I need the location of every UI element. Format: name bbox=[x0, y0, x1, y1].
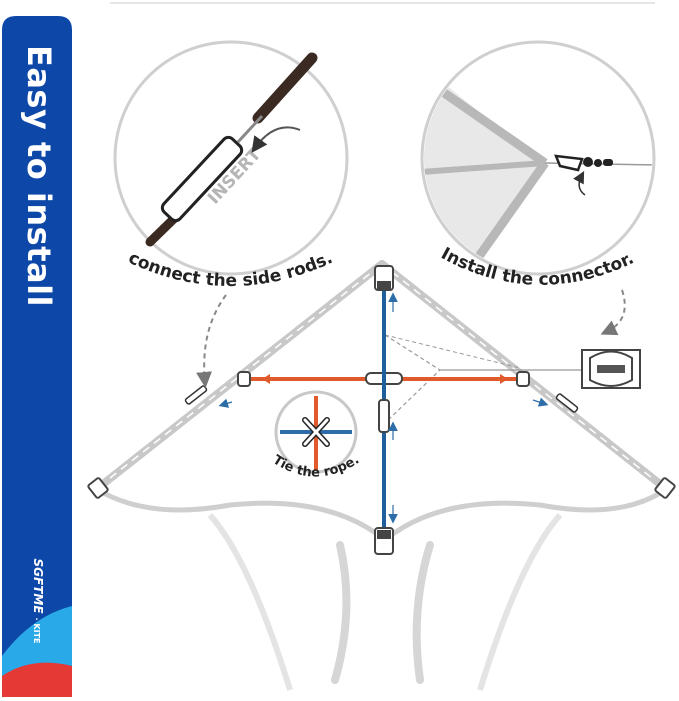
connect-pointer-arrow-icon bbox=[196, 294, 227, 388]
right-rod-connector bbox=[555, 393, 579, 413]
sidebar-background bbox=[2, 16, 72, 697]
spine-joint bbox=[378, 399, 390, 433]
swivel-clip-icon bbox=[554, 154, 613, 172]
kite-frame bbox=[87, 260, 676, 691]
tail-right-outer bbox=[477, 513, 563, 691]
spar-arrow-left-icon bbox=[262, 374, 270, 384]
spar-arrow-right-icon bbox=[500, 374, 508, 384]
insert-arrow-icon bbox=[251, 126, 301, 153]
right-end-cap bbox=[654, 477, 676, 499]
rod-tip bbox=[236, 114, 264, 144]
left-end-cap bbox=[87, 477, 109, 499]
spar-right-clip bbox=[516, 371, 530, 387]
right-rod-arrow-icon bbox=[532, 397, 549, 407]
trailing-edge bbox=[471, 160, 549, 265]
line-winder-icon bbox=[581, 349, 641, 389]
tail-right bbox=[412, 541, 434, 684]
sidebar-panel: Easy to install SGFTME· KITE bbox=[2, 16, 72, 697]
tail-left bbox=[331, 541, 351, 684]
detail-tie-rope bbox=[274, 390, 358, 474]
left-rod-arrow-icon bbox=[218, 398, 233, 408]
rod-connector-tube bbox=[160, 135, 244, 223]
spar-left-clip bbox=[237, 371, 251, 387]
sidebar-wave-red bbox=[2, 662, 72, 697]
connector-pointer-arrow-icon bbox=[600, 289, 626, 336]
bridle bbox=[384, 334, 585, 424]
tail-left-outer bbox=[207, 513, 293, 691]
detail-connect-rods: INSERT bbox=[113, 40, 349, 276]
connector-arrow-icon bbox=[573, 171, 586, 196]
side-rod-upper bbox=[252, 52, 318, 124]
center-spar bbox=[424, 160, 546, 175]
detail-install-connector bbox=[420, 40, 656, 276]
leading-edge bbox=[437, 86, 548, 167]
